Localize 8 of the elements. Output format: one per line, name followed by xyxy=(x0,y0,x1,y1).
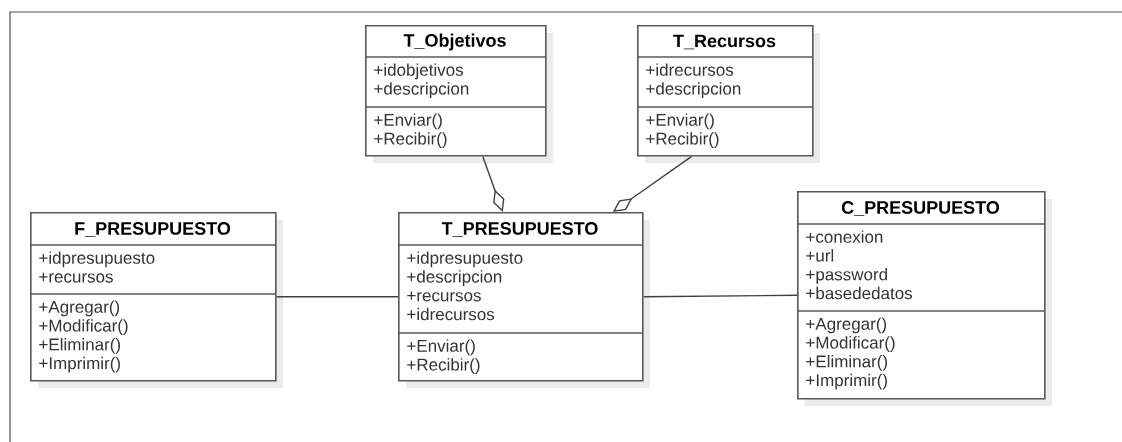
class-box: T_Objetivos +idobjetivos +descripcion +Enviar() +Recibir() xyxy=(364,25,553,163)
connector xyxy=(275,296,399,298)
class-box: T_PRESUPUESTO +idpresupuesto +descripcion +recursos +idrecursos +Enviar() +Recibir() xyxy=(397,212,650,388)
class-box: C_PRESUPUESTO +conexion +url +password +basededatos +Agregar() +Modificar() +Eliminar() +Imprimir() xyxy=(796,191,1052,406)
class-box: T_Recursos +idrecursos +descripcion +Enviar() +Recibir() xyxy=(636,25,820,163)
connector xyxy=(642,294,798,298)
class-box: F_PRESUPUESTO +idpresupuesto +recursos +Agregar() +Modificar() +Eliminar() +Imprimir() xyxy=(29,212,283,388)
connector xyxy=(482,155,505,212)
